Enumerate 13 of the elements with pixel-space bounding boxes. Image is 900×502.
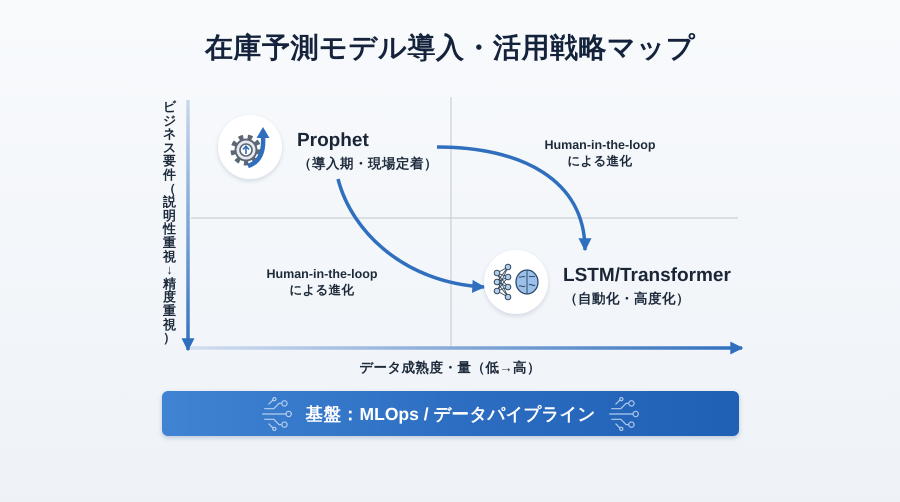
axis-label: データ成熟度・量（低→高） bbox=[359, 359, 541, 377]
axis-label: ビジネス要件（説明性重視↓精度重視） bbox=[162, 100, 177, 345]
edge-label: Human-in-the-loop による進化 bbox=[543, 137, 657, 169]
foundation-bar bbox=[162, 391, 739, 436]
node-subtitle: （自動化・高度化） bbox=[564, 290, 690, 307]
title: 在庫予測モデル導入・活用戦略マップ bbox=[204, 31, 696, 65]
curved-arrow bbox=[436, 145, 591, 252]
curved-arrow bbox=[336, 178, 486, 292]
edge-label: Human-in-the-loop による進化 bbox=[265, 266, 379, 298]
node-subtitle: （導入期・現場定着） bbox=[298, 155, 438, 172]
bar-label: 基盤：MLOps / データパイプライン bbox=[306, 402, 596, 424]
node-title: LSTM/Transformer bbox=[563, 265, 731, 287]
node-title: Prophet bbox=[297, 130, 369, 152]
